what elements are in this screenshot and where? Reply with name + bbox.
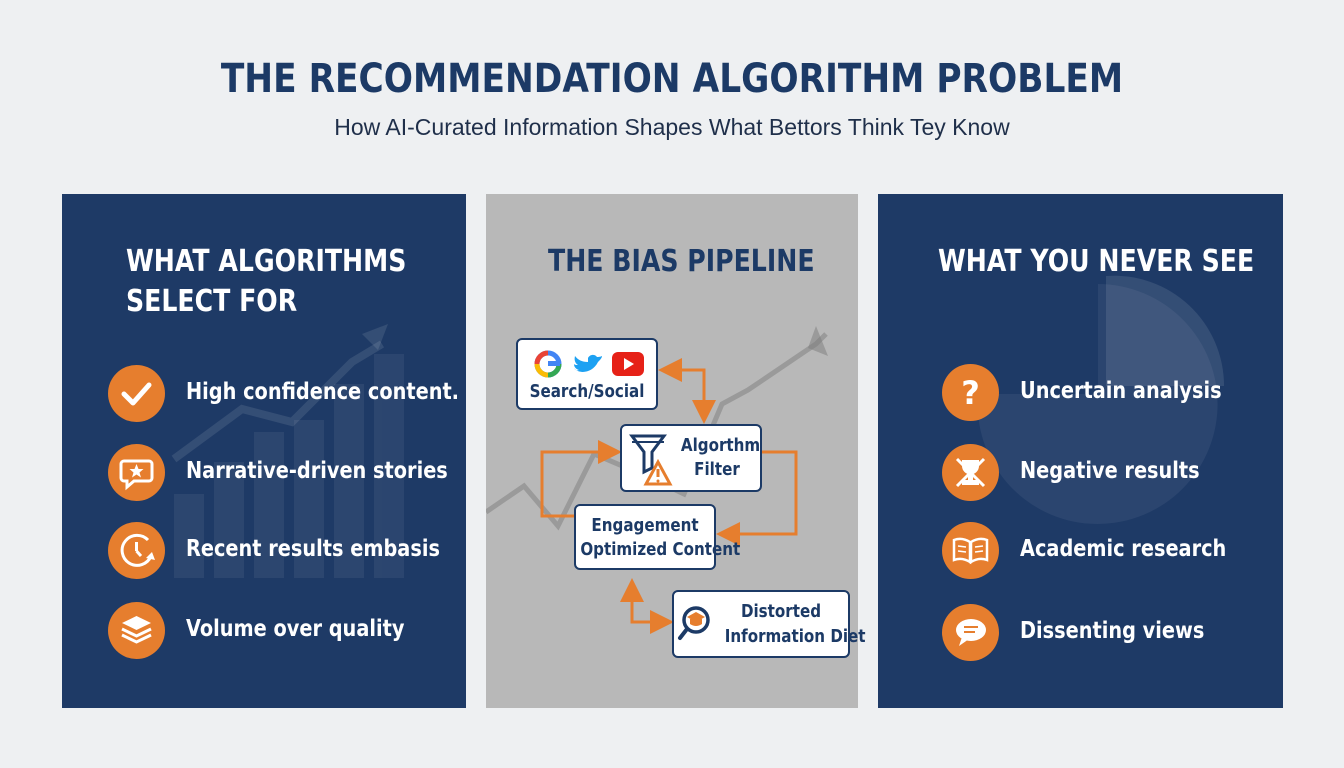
- left-heading-line1: WHAT ALGORITHMS: [126, 244, 407, 279]
- search-social-node: Search/Social: [516, 338, 658, 410]
- crossed-trophy-icon: [942, 444, 999, 501]
- search-social-label: Search/Social: [529, 381, 645, 402]
- engagement-label-line2: Optimized Content: [580, 539, 741, 560]
- open-book-icon: [942, 522, 999, 579]
- list-item: Academic research: [942, 522, 1282, 580]
- page-title: THE RECOMMENDATION ALGORITHM PROBLEM: [220, 56, 1124, 102]
- never-see-panel: WHAT YOU NEVER SEE ? Uncertain analysis …: [878, 194, 1283, 708]
- engagement-label-line1: Engagement: [591, 515, 699, 536]
- list-item: Volume over quality: [108, 602, 448, 660]
- svg-text:?: ?: [961, 374, 980, 412]
- item-label: Negative results: [1020, 458, 1200, 484]
- stacked-layers-icon: [108, 602, 165, 659]
- engagement-content-node: Engagement Optimized Content: [574, 504, 741, 570]
- item-label: Volume over quality: [186, 616, 405, 642]
- checkmark-icon: [108, 365, 165, 422]
- algorithm-filter-node: Algorthm Filter: [620, 424, 762, 492]
- item-label: Uncertain analysis: [1020, 378, 1222, 404]
- distorted-diet-node: Distorted Information Diet: [672, 590, 866, 658]
- bias-pipeline-panel: THE BIAS PIPELINE: [486, 194, 866, 708]
- item-label: Recent results embasis: [186, 536, 440, 562]
- star-speech-bubble-icon: [108, 444, 165, 501]
- item-label: Academic research: [1020, 536, 1227, 562]
- distorted-label-line1: Distorted: [740, 601, 822, 622]
- list-item: Negative results: [942, 444, 1282, 502]
- list-item: Dissenting views: [942, 604, 1282, 662]
- warning-icon: [643, 458, 673, 486]
- item-label: Dissenting views: [1020, 618, 1205, 644]
- algorithms-select-panel: WHAT ALGORITHMS SELECT FOR High confiden…: [62, 194, 466, 708]
- twitter-bird-icon: [574, 354, 602, 372]
- never-see-heading: WHAT YOU NEVER SEE: [938, 244, 1255, 279]
- funnel-icon: [629, 434, 667, 475]
- filter-label-line1: Algorthm: [680, 435, 761, 456]
- filter-label-line2: Filter: [694, 459, 740, 480]
- item-label: Narrative-driven stories: [186, 458, 448, 484]
- google-icon: [534, 350, 562, 378]
- question-mark-icon: ?: [942, 364, 999, 421]
- list-item: Narrative-driven stories: [108, 444, 448, 502]
- distorted-label-line2: Information Diet: [724, 626, 866, 647]
- youtube-icon: [612, 352, 644, 376]
- speech-bubble-icon: [942, 604, 999, 661]
- pipeline-heading: THE BIAS PIPELINE: [548, 244, 815, 279]
- magnifier-graduation-cap-icon: [678, 606, 710, 640]
- page-subtitle: How AI-Curated Information Shapes What B…: [334, 114, 1010, 140]
- clock-arrow-icon: [108, 522, 165, 579]
- item-label: High confidence content.: [186, 379, 460, 405]
- left-heading-line2: SELECT FOR: [126, 284, 298, 319]
- list-item: Recent results embasis: [108, 522, 448, 580]
- list-item: High confidence content.: [108, 365, 459, 423]
- list-item: ? Uncertain analysis: [942, 364, 1282, 422]
